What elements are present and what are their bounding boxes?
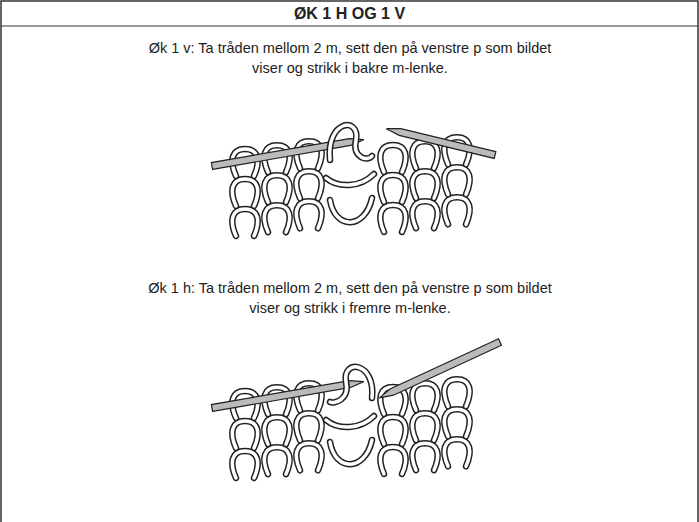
title-rule [1, 26, 698, 27]
heading: ØK 1 H OG 1 V [0, 4, 699, 24]
instruction-text: Øk 1 v: Ta tråden mellom 2 m, sett den p… [140, 38, 560, 78]
instruction-text: Øk 1 h: Ta tråden mellom 2 m, sett den p… [140, 278, 560, 318]
increase-left-illustration [211, 125, 495, 236]
increase-right-illustration [211, 339, 501, 478]
